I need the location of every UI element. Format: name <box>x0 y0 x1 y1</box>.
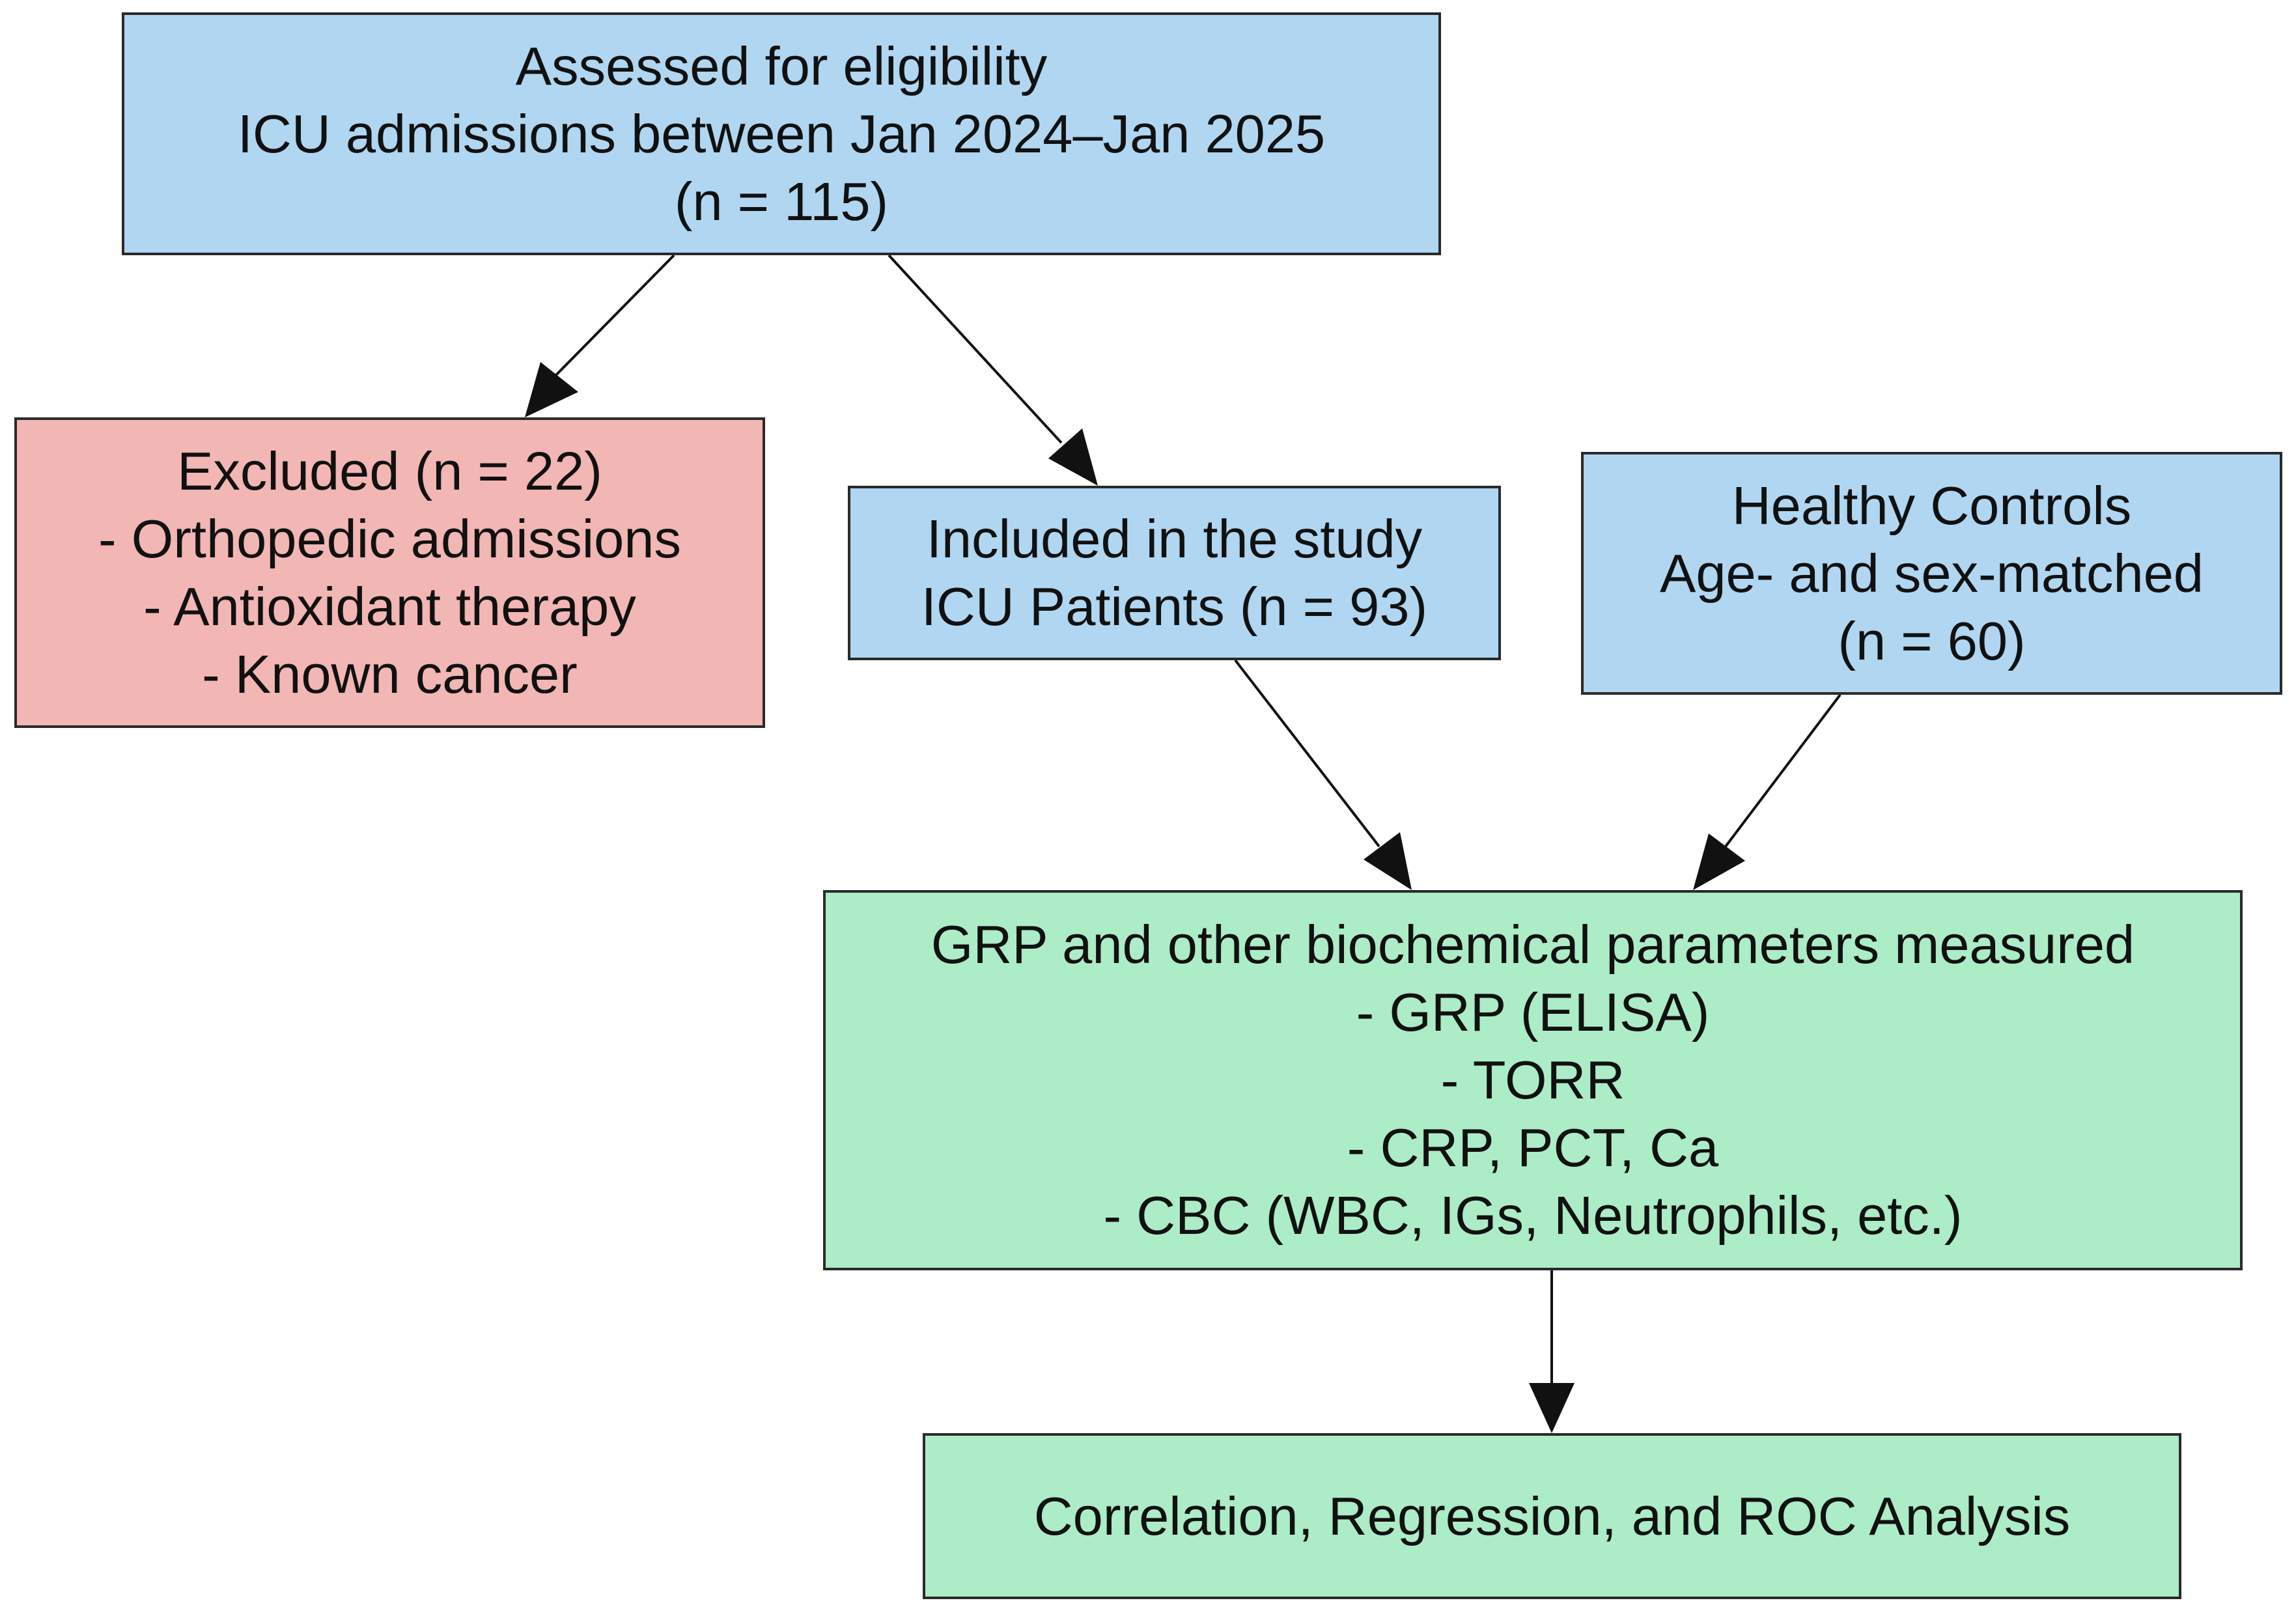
included-in-study-box: Included in the study ICU Patients (n = … <box>848 486 1501 660</box>
assessed-period: ICU admissions between Jan 2024–Jan 2025 <box>237 103 1326 164</box>
excluded-reason-antioxidant: - Antioxidant therapy <box>143 576 636 637</box>
edge-included-to-measured <box>1234 659 1380 848</box>
controls-title: Healthy Controls <box>1731 475 2132 536</box>
analysis-box: Correlation, Regression, and ROC Analysi… <box>923 1433 2181 1599</box>
arrowhead-included-to-measured <box>1364 832 1412 890</box>
included-title: Included in the study <box>926 509 1423 569</box>
parameters-measured-box: GRP and other biochemical parameters mea… <box>823 890 2243 1270</box>
excluded-reason-orthopedic: - Orthopedic admissions <box>98 508 681 569</box>
controls-matching: Age- and sex-matched <box>1659 542 2204 604</box>
measured-title: GRP and other biochemical parameters mea… <box>931 914 2135 975</box>
assessed-count: (n = 115) <box>674 171 889 232</box>
arrowhead-measured-to-analysis <box>1529 1383 1575 1433</box>
included-count: ICU Patients (n = 93) <box>921 576 1428 637</box>
arrowhead-controls-to-measured <box>1693 833 1745 890</box>
edge-assessed-to-excluded <box>552 254 675 379</box>
measured-crp-pct-ca: - CRP, PCT, Ca <box>1347 1117 1719 1178</box>
assessed-for-eligibility-box: Assessed for eligibility ICU admissions … <box>122 12 1441 255</box>
controls-count: (n = 60) <box>1838 610 2026 671</box>
measured-torr: - TORR <box>1440 1050 1625 1110</box>
arrowhead-assessed-to-excluded <box>525 362 578 417</box>
assessed-title: Assessed for eligibility <box>515 35 1048 96</box>
analysis-title: Correlation, Regression, and ROC Analysi… <box>1033 1485 2071 1546</box>
excluded-title: Excluded (n = 22) <box>177 440 602 501</box>
excluded-reason-cancer: - Known cancer <box>202 643 578 705</box>
excluded-box: Excluded (n = 22) - Orthopedic admission… <box>14 417 765 728</box>
edge-assessed-to-included <box>888 254 1063 444</box>
edge-controls-to-measured <box>1724 693 1841 848</box>
measured-cbc: - CBC (WBC, IGs, Neutrophils, etc.) <box>1103 1185 1963 1246</box>
healthy-controls-box: Healthy Controls Age- and sex-matched (n… <box>1581 452 2282 695</box>
arrowhead-assessed-to-included <box>1048 428 1098 486</box>
measured-grp: - GRP (ELISA) <box>1356 982 1710 1042</box>
